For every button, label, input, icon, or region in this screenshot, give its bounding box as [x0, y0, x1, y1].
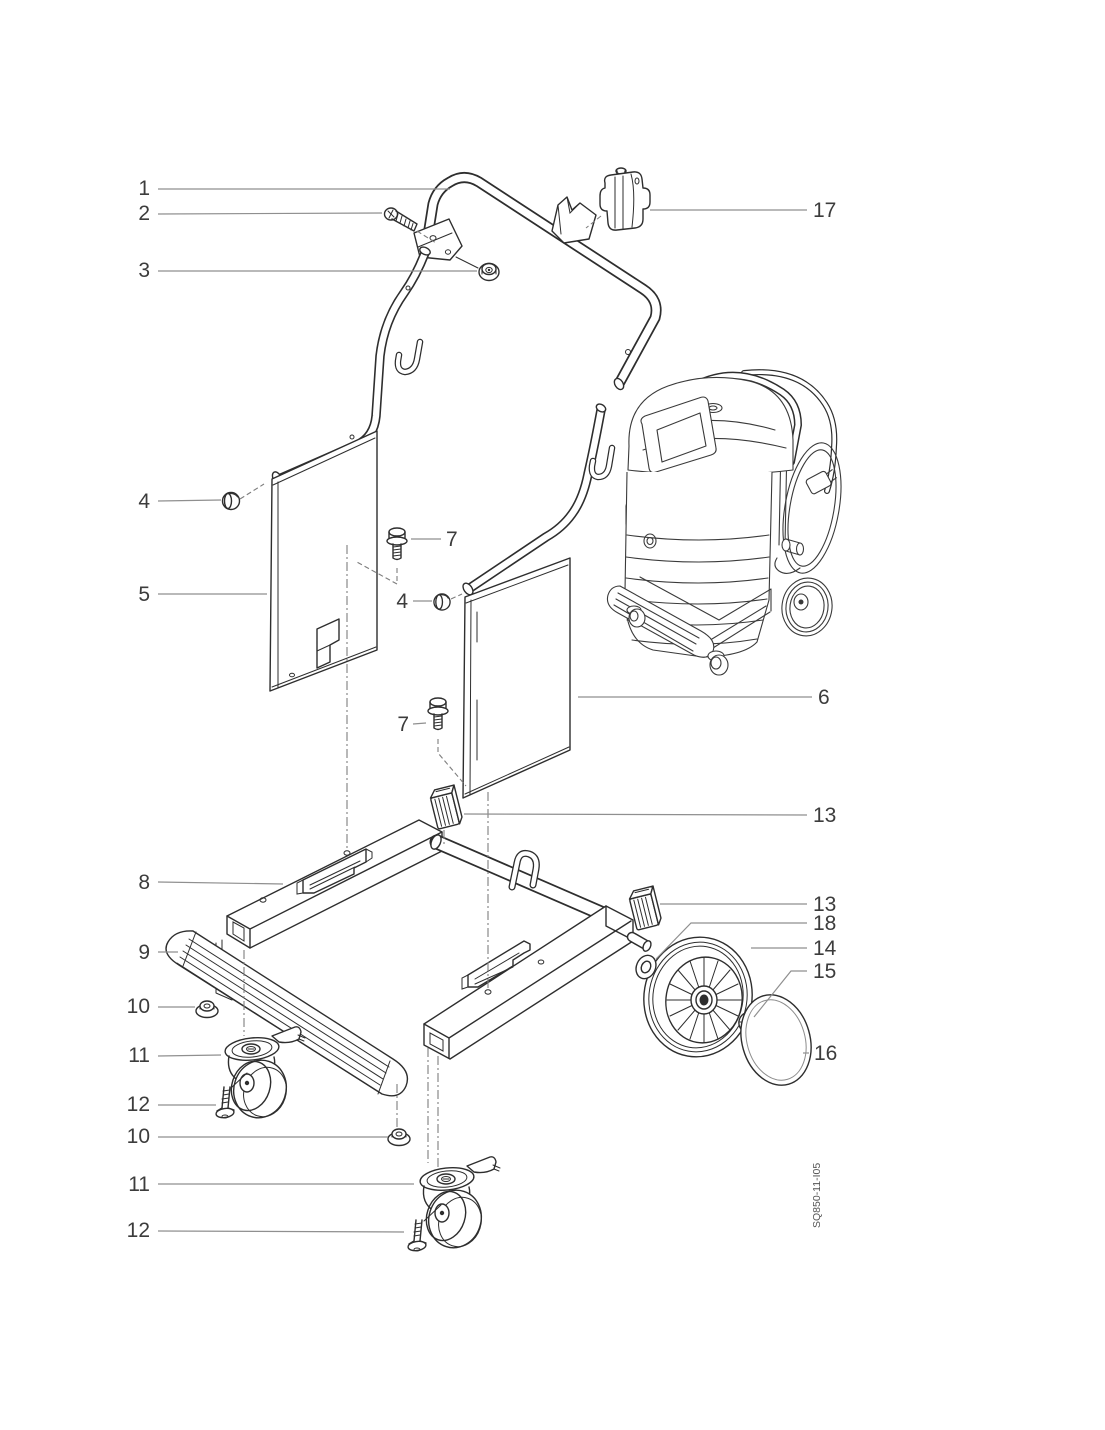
callout-15: 15 — [753, 960, 836, 1018]
callout-16: 16 — [803, 1042, 837, 1065]
callout-label-16: 16 — [814, 1042, 837, 1065]
callout-label-13-upper: 13 — [813, 804, 836, 827]
clip-mount-bracket — [551, 196, 597, 244]
clip-part17 — [599, 167, 651, 231]
callout-11-right: 11 — [128, 1173, 414, 1196]
callout-10-right: 10 — [127, 1125, 388, 1148]
callout-14: 14 — [751, 937, 837, 960]
callout-12-right: 12 — [127, 1219, 405, 1242]
drawing-code: SQ850-11-I05 — [811, 1163, 823, 1228]
callout-label-18: 18 — [813, 912, 836, 935]
callout-label-9: 9 — [138, 941, 150, 964]
callout-9: 9 — [138, 941, 178, 964]
callout-label-4-mid: 4 — [396, 590, 408, 613]
callout-label-14: 14 — [813, 937, 837, 960]
screw-part12-right — [406, 1219, 428, 1253]
bumper-rail-part9 — [165, 930, 409, 1097]
cap-part4-left — [221, 491, 241, 511]
callout-7-lower: 7 — [397, 713, 427, 736]
callout-label-2: 2 — [138, 202, 150, 225]
caster-part11-left — [223, 1026, 306, 1126]
cord-coil — [774, 441, 842, 574]
callout-8: 8 — [138, 871, 284, 894]
callout-13-lower: 13 — [660, 893, 836, 916]
callout-label-15: 15 — [813, 960, 836, 983]
callout-2: 2 — [138, 202, 383, 225]
callout-label-13-lower: 13 — [813, 893, 836, 916]
cap-part4-right — [433, 593, 451, 611]
callout-label-17: 17 — [813, 199, 836, 222]
callout-6: 6 — [578, 686, 830, 709]
bolt-part7-upper — [386, 527, 408, 561]
callout-label-12-left: 12 — [127, 1093, 150, 1116]
right-upright-tube — [462, 403, 616, 596]
callout-13-upper: 13 — [463, 804, 836, 827]
caster-part11-right — [418, 1156, 501, 1256]
callout-label-11-right: 11 — [128, 1173, 150, 1196]
callout-5: 5 — [138, 583, 267, 606]
callout-label-3: 3 — [138, 259, 150, 282]
right-rail — [423, 905, 652, 1060]
vacuum-reference-illustration — [606, 369, 842, 676]
callout-10-left: 10 — [127, 995, 195, 1018]
nut-part10-left — [195, 1000, 219, 1019]
callout-label-12-right: 12 — [127, 1219, 150, 1242]
hub-cap-part16 — [740, 994, 812, 1086]
callout-12-left: 12 — [127, 1093, 216, 1116]
callout-label-4-left: 4 — [138, 490, 150, 513]
nut-part10-right — [387, 1128, 411, 1147]
side-panel-part5 — [269, 430, 378, 692]
callouts: 1 2 3 4 5 7 4 7 8 9 10 11 12 10 11 12 17… — [127, 177, 838, 1242]
callout-18: 18 — [655, 912, 836, 960]
callout-label-11-left: 11 — [128, 1044, 150, 1067]
callout-7-upper: 7 — [411, 528, 458, 551]
rear-cross-tube — [429, 834, 618, 925]
nut-part3 — [455, 256, 500, 282]
callout-label-7-upper: 7 — [446, 528, 458, 551]
washer-part18 — [635, 954, 657, 980]
callout-3: 3 — [138, 259, 477, 282]
callout-11-left: 11 — [128, 1044, 222, 1067]
caster-screw-connectors — [230, 1072, 442, 1222]
side-panel-part6 — [462, 557, 571, 799]
callout-label-1: 1 — [138, 177, 150, 200]
bolt-part7-lower — [427, 697, 449, 731]
callout-1: 1 — [138, 177, 450, 200]
clip-part13-upper — [428, 784, 465, 830]
assembly-centerlines — [239, 215, 602, 1170]
callout-4-left: 4 — [138, 490, 222, 513]
callout-label-7-lower: 7 — [397, 713, 409, 736]
callout-label-10-right: 10 — [127, 1125, 150, 1148]
callout-label-8: 8 — [138, 871, 150, 894]
callout-17: 17 — [650, 199, 836, 222]
screw-part2 — [383, 207, 418, 232]
callout-label-10-left: 10 — [127, 995, 150, 1018]
handle-bow-part1 — [413, 172, 662, 391]
callout-4-mid: 4 — [396, 590, 432, 613]
callout-label-5: 5 — [138, 583, 150, 606]
tube-end — [613, 377, 625, 391]
wheel-part14 — [643, 936, 753, 1058]
callout-label-6: 6 — [818, 686, 830, 709]
